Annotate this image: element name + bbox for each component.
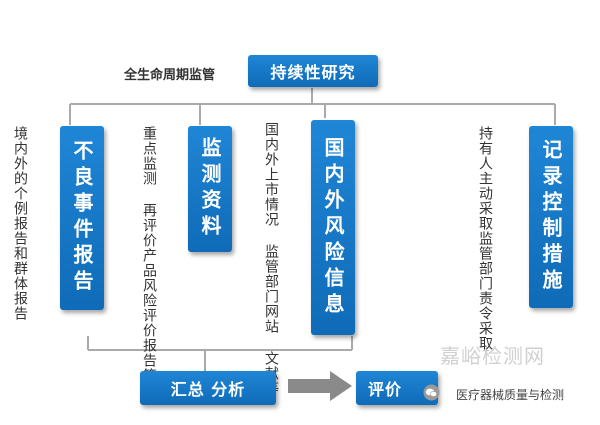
watermark-subtitle: 医疗器械质量与检测: [456, 388, 565, 402]
wechat-icon: [423, 384, 440, 401]
adverse-event-note: 境内外的个例报告和群体报告: [11, 126, 28, 321]
control-measures-note-line-1: 持有人主动采取: [477, 126, 493, 231]
adverse-event-box: 不良事件报告: [60, 126, 104, 310]
monitoring-data-box: 监测资料: [188, 126, 232, 252]
adverse-event-note-line-1: 境内外的个: [12, 126, 28, 201]
summary-analysis-box: 汇总 分析: [140, 371, 276, 405]
risk-info-note: 国内外上市情况 监管部门网站 文献等: [262, 122, 279, 396]
monitoring-data-note-line-2: 产品风险评价报告等: [141, 248, 157, 383]
adverse-event-note-line-3: 体报告: [12, 276, 28, 321]
control-measures-note-line-2: 监管部门责令采取: [477, 231, 493, 351]
monitoring-data-note: 重点监测 再评价产品风险评价报告等: [140, 126, 157, 383]
arrow-right-icon: [288, 371, 352, 401]
lifecycle-label: 全生命周期监管: [124, 68, 216, 83]
risk-info-note-line-1: 国内外上市情况 监管部门: [263, 122, 279, 304]
adverse-event-note-line-2: 例报告和群: [12, 201, 28, 276]
watermark-text: 嘉峪检测网: [440, 344, 545, 368]
risk-info-box: 国内外风险信息: [311, 120, 355, 335]
control-measures-note: 持有人主动采取监管部门责令采取: [476, 126, 493, 351]
evaluation-box: 评价: [356, 371, 438, 405]
control-measures-box: 记录控制措施: [529, 126, 573, 308]
monitoring-data-note-line-1: 重点监测 再评价: [141, 126, 157, 248]
continuous-research-box: 持续性研究: [248, 55, 378, 87]
